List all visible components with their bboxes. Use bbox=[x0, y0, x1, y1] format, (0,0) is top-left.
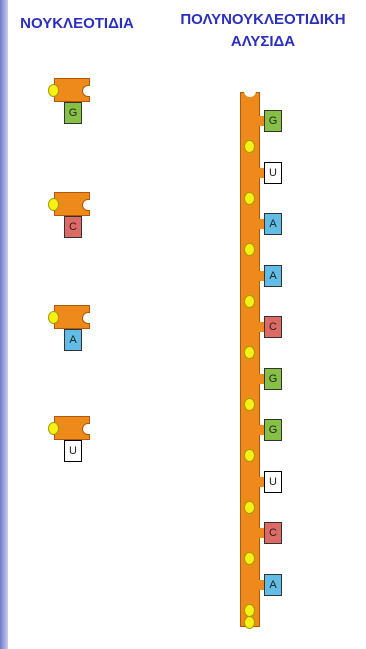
phosphate-circle bbox=[244, 192, 255, 205]
nucleotide-a: A bbox=[48, 305, 98, 375]
phosphate-circle bbox=[244, 295, 255, 308]
strand-base-g: G bbox=[264, 368, 282, 390]
phosphate-circle bbox=[244, 140, 255, 153]
phosphate-circle bbox=[244, 604, 255, 617]
polynucleotide-title-line1: ΠΟΛΥΝΟΥΚΛΕΟΤΙΔΙΚΗ bbox=[168, 10, 358, 30]
phosphate-circle bbox=[48, 198, 59, 211]
phosphate-circle bbox=[244, 616, 255, 629]
strand-base-a: A bbox=[264, 574, 282, 596]
phosphate-circle bbox=[244, 449, 255, 462]
sugar-shape bbox=[54, 416, 90, 440]
strand-base-u: U bbox=[264, 162, 282, 184]
base-box: G bbox=[64, 102, 82, 124]
phosphate-circle bbox=[48, 84, 59, 97]
strand-base-a: A bbox=[264, 265, 282, 287]
strand-base-c: C bbox=[264, 522, 282, 544]
phosphate-circle bbox=[48, 311, 59, 324]
strand-base-g: G bbox=[264, 419, 282, 441]
sugar-phosphate-backbone bbox=[240, 92, 260, 627]
nucleotides-title: ΝΟΥΚΛΕΟΤΙΔΙΑ bbox=[12, 14, 142, 34]
base-box: C bbox=[64, 216, 82, 238]
phosphate-circle bbox=[244, 346, 255, 359]
phosphate-circle bbox=[48, 422, 59, 435]
nucleotide-c: C bbox=[48, 192, 98, 262]
sugar-shape bbox=[54, 305, 90, 329]
sugar-shape bbox=[54, 192, 90, 216]
base-box: U bbox=[64, 440, 82, 462]
nucleotide-u: U bbox=[48, 416, 98, 486]
strand-base-c: C bbox=[264, 316, 282, 338]
slide-accent-bar bbox=[0, 0, 8, 649]
nucleotide-g: G bbox=[48, 78, 98, 148]
polynucleotide-title-line2: ΑΛΥΣΙΔΑ bbox=[168, 32, 358, 52]
strand-base-u: U bbox=[264, 471, 282, 493]
phosphate-circle bbox=[244, 243, 255, 256]
base-box: A bbox=[64, 329, 82, 351]
strand-base-a: A bbox=[264, 213, 282, 235]
strand-base-g: G bbox=[264, 110, 282, 132]
phosphate-circle bbox=[244, 552, 255, 565]
phosphate-circle bbox=[244, 501, 255, 514]
phosphate-circle bbox=[244, 398, 255, 411]
sugar-shape bbox=[54, 78, 90, 102]
